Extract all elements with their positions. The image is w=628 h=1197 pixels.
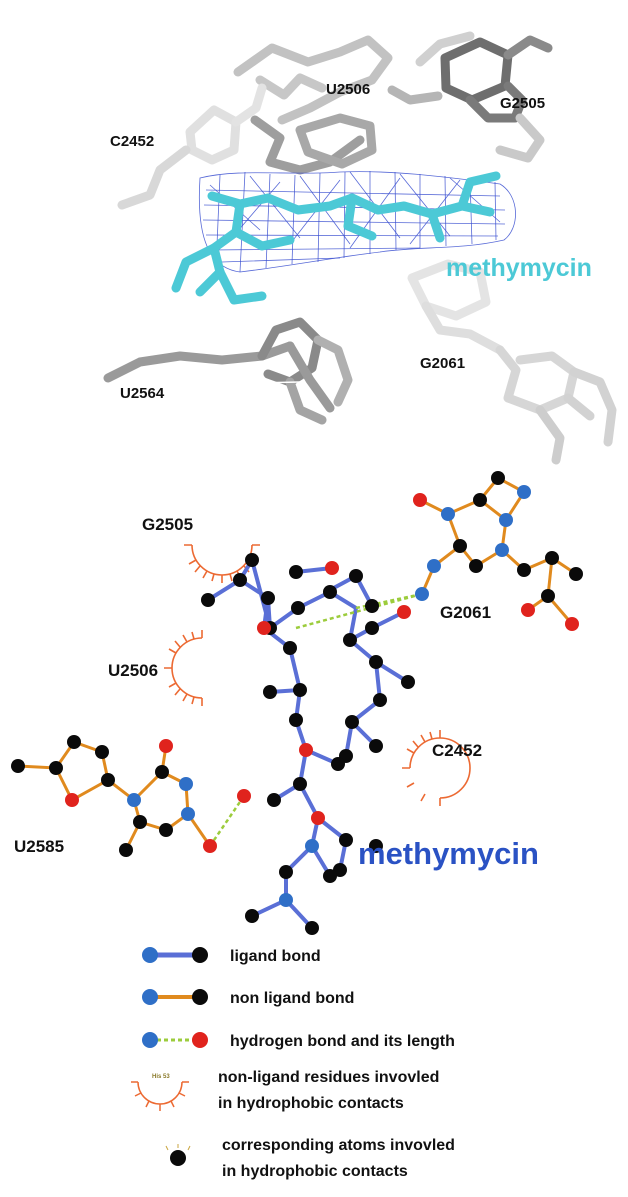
- panel-b-label-u2585: U2585: [14, 837, 64, 856]
- panel-a-structure: U2506 G2505 C2452 G2061 U2564 methymycin: [103, 31, 617, 465]
- panel-b-label-u2506: U2506: [108, 661, 158, 680]
- panel-b-label-g2061: G2061: [440, 603, 491, 622]
- hydrophobic-arc-u2506: [164, 630, 203, 706]
- svg-text:non ligand bond: non ligand bond: [230, 990, 354, 1007]
- svg-text:hydrogen bond and its length: hydrogen bond and its length: [230, 1033, 455, 1050]
- panel-a-ligand-label: methymycin: [446, 254, 592, 282]
- legend-item-ligand-bond: ligand bond: [142, 947, 321, 965]
- methymycin-sticks: [171, 171, 501, 305]
- legend-residue-tag: His 53: [152, 1074, 170, 1080]
- svg-text:non-ligand residues invovled: non-ligand residues invovled: [218, 1069, 439, 1086]
- svg-text:corresponding atoms invovled: corresponding atoms invovled: [222, 1137, 455, 1154]
- panel-a-label-c2452: C2452: [110, 133, 154, 150]
- hydrophobic-arc-c2452: [402, 730, 471, 806]
- legend-item-hydrophobic-atom: corresponding atoms invovled in hydropho…: [165, 1137, 455, 1180]
- panel-a-u2564-underline: [111, 381, 301, 387]
- ligand-atoms: [201, 553, 415, 935]
- panel-a-label-g2061: G2061: [420, 355, 465, 372]
- panel-b-label-c2452: C2452: [432, 741, 482, 760]
- hydrogen-bonds: [208, 592, 423, 847]
- svg-text:in hydrophobic contacts: in hydrophobic contacts: [222, 1163, 408, 1180]
- panel-b-label-g2505: G2505: [142, 515, 193, 534]
- residue-atoms: [11, 471, 583, 857]
- legend: ligand bond non ligand bond hydrogen bon…: [131, 947, 455, 1180]
- legend-item-hydrophobic-residue: His 53 non-ligand residues invovled in h…: [131, 1069, 439, 1112]
- svg-text:in hydrophobic contacts: in hydrophobic contacts: [218, 1095, 404, 1112]
- legend-item-non-ligand-bond: non ligand bond: [142, 989, 354, 1007]
- svg-text:ligand bond: ligand bond: [230, 948, 321, 965]
- non-ligand-bonds: [16, 476, 578, 852]
- panel-a-label-u2506: U2506: [326, 81, 370, 98]
- panel-a-label-g2505: G2505: [500, 95, 545, 112]
- panel-b-ligand-label: methymycin: [358, 836, 539, 871]
- rna-residue-sticks: [103, 31, 617, 465]
- panel-b-ligplot: G2505 G2061 U2506 C2452 U2585 methymycin: [11, 471, 583, 935]
- hydrophobic-contact-arcs: [164, 544, 471, 806]
- legend-item-hydrogen-bond: hydrogen bond and its length: [142, 1032, 455, 1050]
- panel-a-label-u2564: U2564: [120, 385, 165, 402]
